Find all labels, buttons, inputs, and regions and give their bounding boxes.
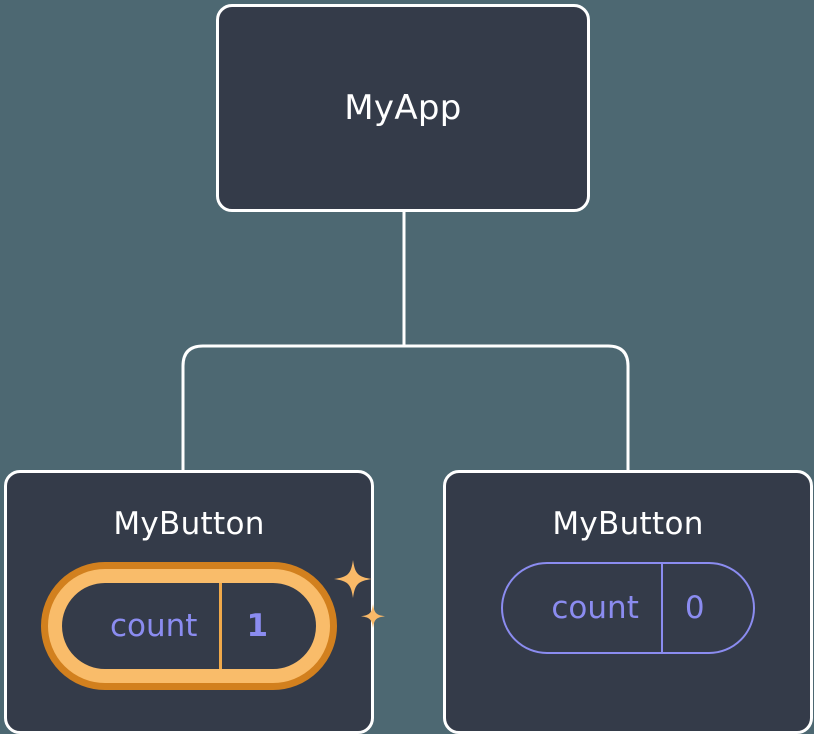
- node-mybutton-left[interactable]: MyButton count 1: [4, 470, 386, 734]
- state-key-left: count: [109, 607, 198, 644]
- state-pill-wrapper-right: count 0: [501, 562, 755, 654]
- state-pill-wrapper-left: count 1: [40, 560, 386, 690]
- connector-branch-bus: [181, 344, 630, 470]
- state-value-left: 1: [219, 583, 316, 669]
- state-key-right: count: [551, 589, 639, 626]
- state-pill-inner: count 1: [54, 576, 324, 676]
- node-myapp[interactable]: MyApp: [216, 4, 590, 212]
- sparkle-star-icon: [334, 560, 373, 598]
- node-mybutton-right[interactable]: MyButton count 0: [443, 470, 813, 734]
- state-value-right: 0: [660, 564, 753, 652]
- node-title-root: MyApp: [344, 88, 462, 128]
- node-title-right: MyButton: [552, 506, 704, 542]
- node-title-left: MyButton: [113, 506, 265, 542]
- state-pill-plain[interactable]: count 0: [501, 562, 755, 654]
- state-pill-highlighted[interactable]: count 1: [40, 562, 338, 690]
